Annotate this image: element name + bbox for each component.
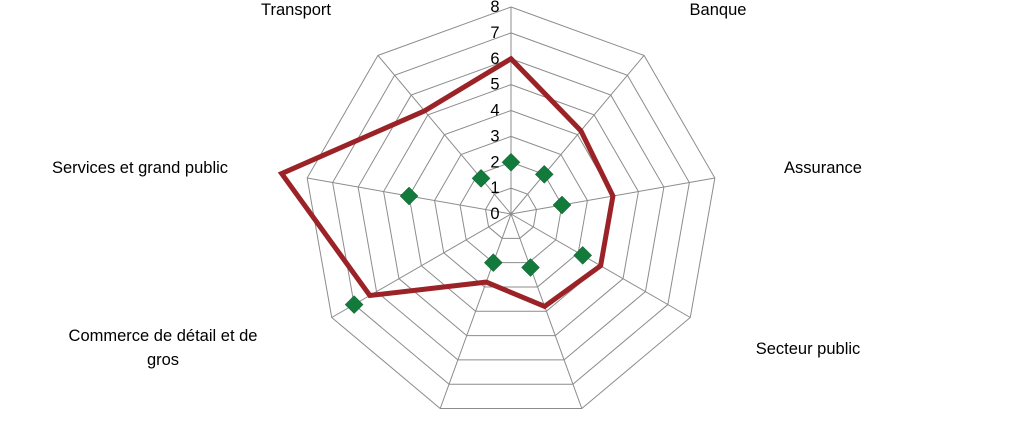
series-marker — [552, 195, 572, 215]
data-series — [277, 55, 616, 314]
series-marker — [471, 168, 491, 188]
radial-tick-label: 3 — [490, 127, 499, 145]
radial-tick-label: 8 — [490, 0, 499, 16]
category-label: Transport — [261, 1, 331, 19]
radial-tick-label: 6 — [490, 50, 499, 68]
radial-tick-label: 0 — [490, 205, 499, 223]
series-marker — [344, 295, 364, 314]
category-label: Services et grand public — [52, 159, 228, 177]
radial-tick-labels: 0 1 2 3 4 5 6 7 8 — [490, 0, 499, 223]
grid-ring-1 — [484, 187, 538, 239]
radial-tick-label: 4 — [490, 102, 499, 120]
series-line-0 — [277, 55, 616, 310]
grid-ring-8 — [306, 6, 716, 410]
series-marker — [399, 186, 419, 206]
grid-ring-7 — [332, 32, 690, 385]
grid-ring-5 — [383, 84, 639, 337]
series-marker — [534, 165, 554, 184]
axis-spoke-4 — [510, 213, 583, 409]
axis-spoke-6 — [331, 213, 512, 318]
radial-tick-label: 7 — [490, 24, 499, 42]
radial-tick-label: 2 — [490, 153, 499, 171]
radial-tick-label: 5 — [490, 76, 499, 94]
grid-ring-2 — [459, 161, 563, 264]
series-marker — [521, 258, 540, 277]
grid-ring-3 — [434, 135, 588, 288]
category-label: Assurance — [784, 159, 862, 177]
axis-spoke-1 — [510, 55, 645, 215]
grid-ring-6 — [357, 58, 665, 361]
series-marker — [501, 152, 521, 172]
axis-spoke-5 — [439, 213, 512, 409]
category-label: Banque — [690, 1, 747, 19]
category-label: Secteur public — [756, 340, 861, 358]
series-marker — [483, 253, 503, 272]
axis-spoke-8 — [377, 55, 512, 215]
radial-tick-label: 1 — [490, 179, 499, 197]
radar-grid — [306, 6, 716, 410]
series-marker — [573, 246, 593, 265]
